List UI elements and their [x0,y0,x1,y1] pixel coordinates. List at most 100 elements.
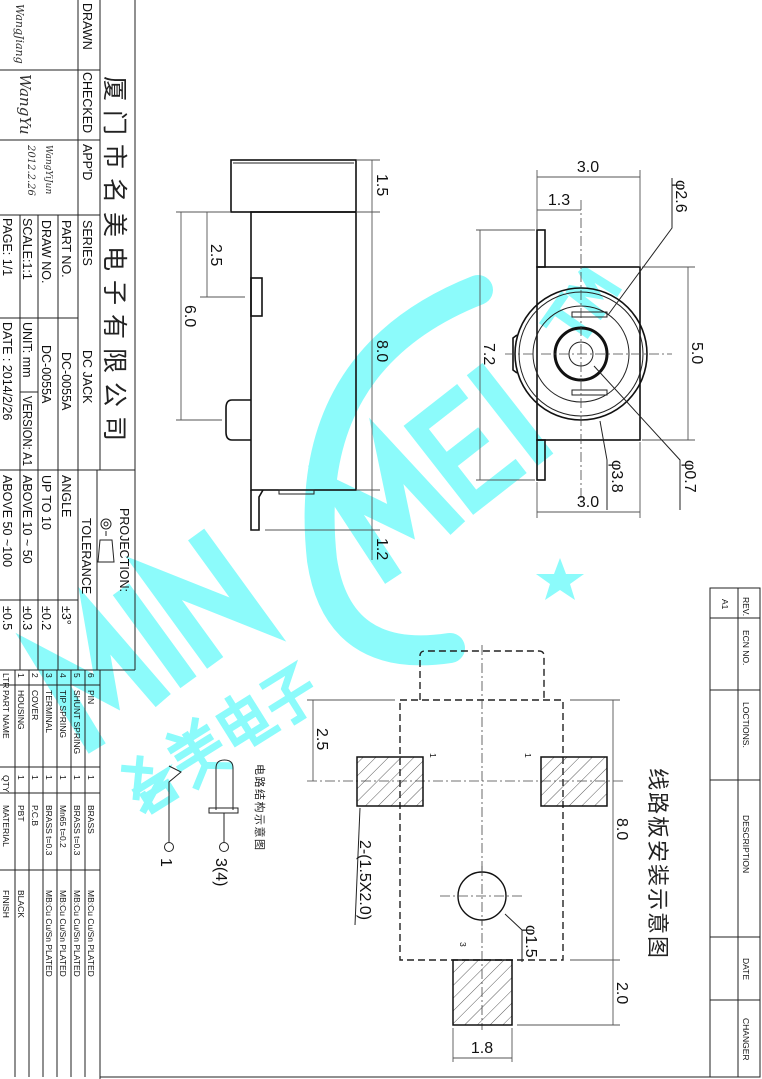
parts-list-part-name: SHUNT SPRING [72,690,82,754]
projection-label: PROJECTION: [117,508,131,592]
parts-list-material: PBT [16,805,26,822]
parts-list-ltr: 6 [86,673,96,678]
brand-watermark [15,265,623,815]
parts-list-material: BRASS [86,805,96,834]
parts-list-part-name: COVER [30,690,40,720]
dim-body-height: 8.0 [373,340,390,362]
parts-list-finish: MB:Cu Cu/Sn PLATED [44,890,54,977]
watermark-mei-logo [307,362,554,584]
dim-bump-offset: 2.5 [207,244,224,266]
dim-offset: 1.3 [548,192,570,209]
parts-list-ltr: 2 [30,673,40,678]
revision-table: REV. ECN NO. LOCTIONS. DESCRIPTION DATE … [709,587,761,1078]
parts-list-qty: 1 [72,775,82,780]
draw-no-label: DRAW NO. [39,220,53,283]
checked-label: CHECKED [80,72,94,133]
parts-list-ltr: 5 [72,673,82,678]
pcb-layout: 2.5 8.0 2.0 1.8 2-(1.5X2.0) φ1.5 1 1 3 线… [307,645,669,1062]
dim-total-height: 7.2 [480,343,497,365]
approved-signature: WangYiJun [43,145,53,194]
series-value: DC JACK [80,350,94,404]
parts-list-qty: 1 [44,775,54,780]
parts-list-part-name: TERMINAL [44,690,54,733]
front-view: 3.0 1.3 7.2 5.0 3.0 φ2.6 φ3.8 φ0.7 [476,159,705,518]
parts-list-part-name: HOUSING [16,690,26,730]
rev-value: A1 [720,599,730,610]
tolerance-value: ±0.2 [39,606,53,630]
parts-list-part-name: TIP SPRING [58,690,68,738]
rev-header: REV. [741,597,751,616]
scale-text: SCALE:1:1 [20,218,34,280]
part-no-label: PART NO. [59,220,73,278]
dim-pad-offset: 2.5 [313,728,330,750]
dim-post-offset: 6.0 [181,305,198,327]
projection-symbol-icon [97,518,115,563]
parts-list-finish: MB:Cu Cu/Sn PLATED [58,890,68,977]
parts-list-header-finish: FINISH [1,890,11,918]
parts-list-material: BRASS t=0.3 [72,805,82,856]
dim-body-height: 5.0 [688,342,705,364]
draw-no-value: DC-0055A [39,345,53,404]
pad-left [356,756,424,807]
changer-header: CHANGER [741,1018,751,1061]
date-text: DATE : 2014/2/26 [0,322,14,420]
approved-date: 2012.2.26 [25,144,36,197]
circuit-schematic: 1 3(4) 电路结构示意图 [157,759,267,886]
pcb-layout-title: 线路板安装示意图 [644,768,669,960]
star-icon [536,558,584,600]
drawn-label: DRAWN [80,3,94,50]
dim-width-bottom: 3.0 [577,494,599,511]
tolerance-label: TOLERANCE [79,518,93,594]
pad-label: 1 [428,753,438,758]
dim-pad-ext: 2.0 [613,982,630,1004]
tolerance-range: ABOVE 50 ~100 [0,475,14,567]
page-text: PAGE: 1/1 [0,218,14,276]
title-block: DRAWN CHECKED APP'D WangJiang WangYu Wan… [0,0,135,670]
parts-list-material: BRASS t=0.3 [44,805,54,856]
pad-bottom [452,959,513,1026]
dim-length: 8.0 [613,818,630,840]
tolerance-value: ±3° [59,606,73,625]
tolerance-value: ±0.3 [20,606,34,630]
parts-list-qty: 1 [30,775,40,780]
parts-list-header-part-name: PART NAME [1,690,11,739]
schematic-title: 电路结构示意图 [253,764,267,852]
tolerance-value: ±0.5 [0,606,14,630]
side-view: 1.5 8.0 1.2 2.5 6.0 [176,159,390,560]
unit-text: UNIT: mm [20,322,34,378]
parts-list-header-qty: QTY [1,775,11,793]
dim-top-height: 1.5 [373,174,390,196]
pad-right [540,756,608,807]
terminal-3-label: 3(4) [212,858,229,886]
watermark-min-logo [15,528,287,754]
parts-list-ltr: 3 [44,673,54,678]
parts-list-header-material: MATERIAL [1,805,11,847]
parts-list-qty: 1 [58,775,68,780]
dim-inner-diameter: φ2.6 [672,180,689,213]
terminal-1-label: 1 [157,858,174,867]
pad-label: 3 [458,942,468,947]
dim-pin-diameter: φ0.7 [681,460,698,493]
dim-pad-size: 2-(1.5X2.0) [356,840,373,920]
checked-signature: WangYu [16,74,34,135]
tolerance-range: UP TO 10 [39,475,53,530]
description-header: DESCRIPTION [741,815,751,873]
parts-list-material: P.C.B [30,805,40,826]
pad-label: 1 [523,753,533,758]
parts-list-finish: BLACK [16,890,26,918]
parts-list-ltr: 1 [16,673,26,678]
parts-list-qty: 1 [86,775,96,780]
parts-list-finish: MB:Cu Cu/Sn PLATED [86,890,96,977]
parts-list-ltr: 4 [58,673,68,678]
tolerance-range: ABOVE 10 ~ 50 [20,475,34,564]
part-no-value: DC-0055A [59,352,73,411]
version-text: VERSION: A1 [20,396,34,466]
locations-header: LOCTIONS. [741,702,751,748]
watermark-chinese-logo [120,659,314,815]
parts-list-qty: 1 [16,775,26,780]
drawn-signature: WangJiang [13,4,26,64]
parts-list-finish: MB:Cu Cu/Sn PLATED [72,890,82,977]
dim-outer-diameter: φ3.8 [608,460,625,493]
